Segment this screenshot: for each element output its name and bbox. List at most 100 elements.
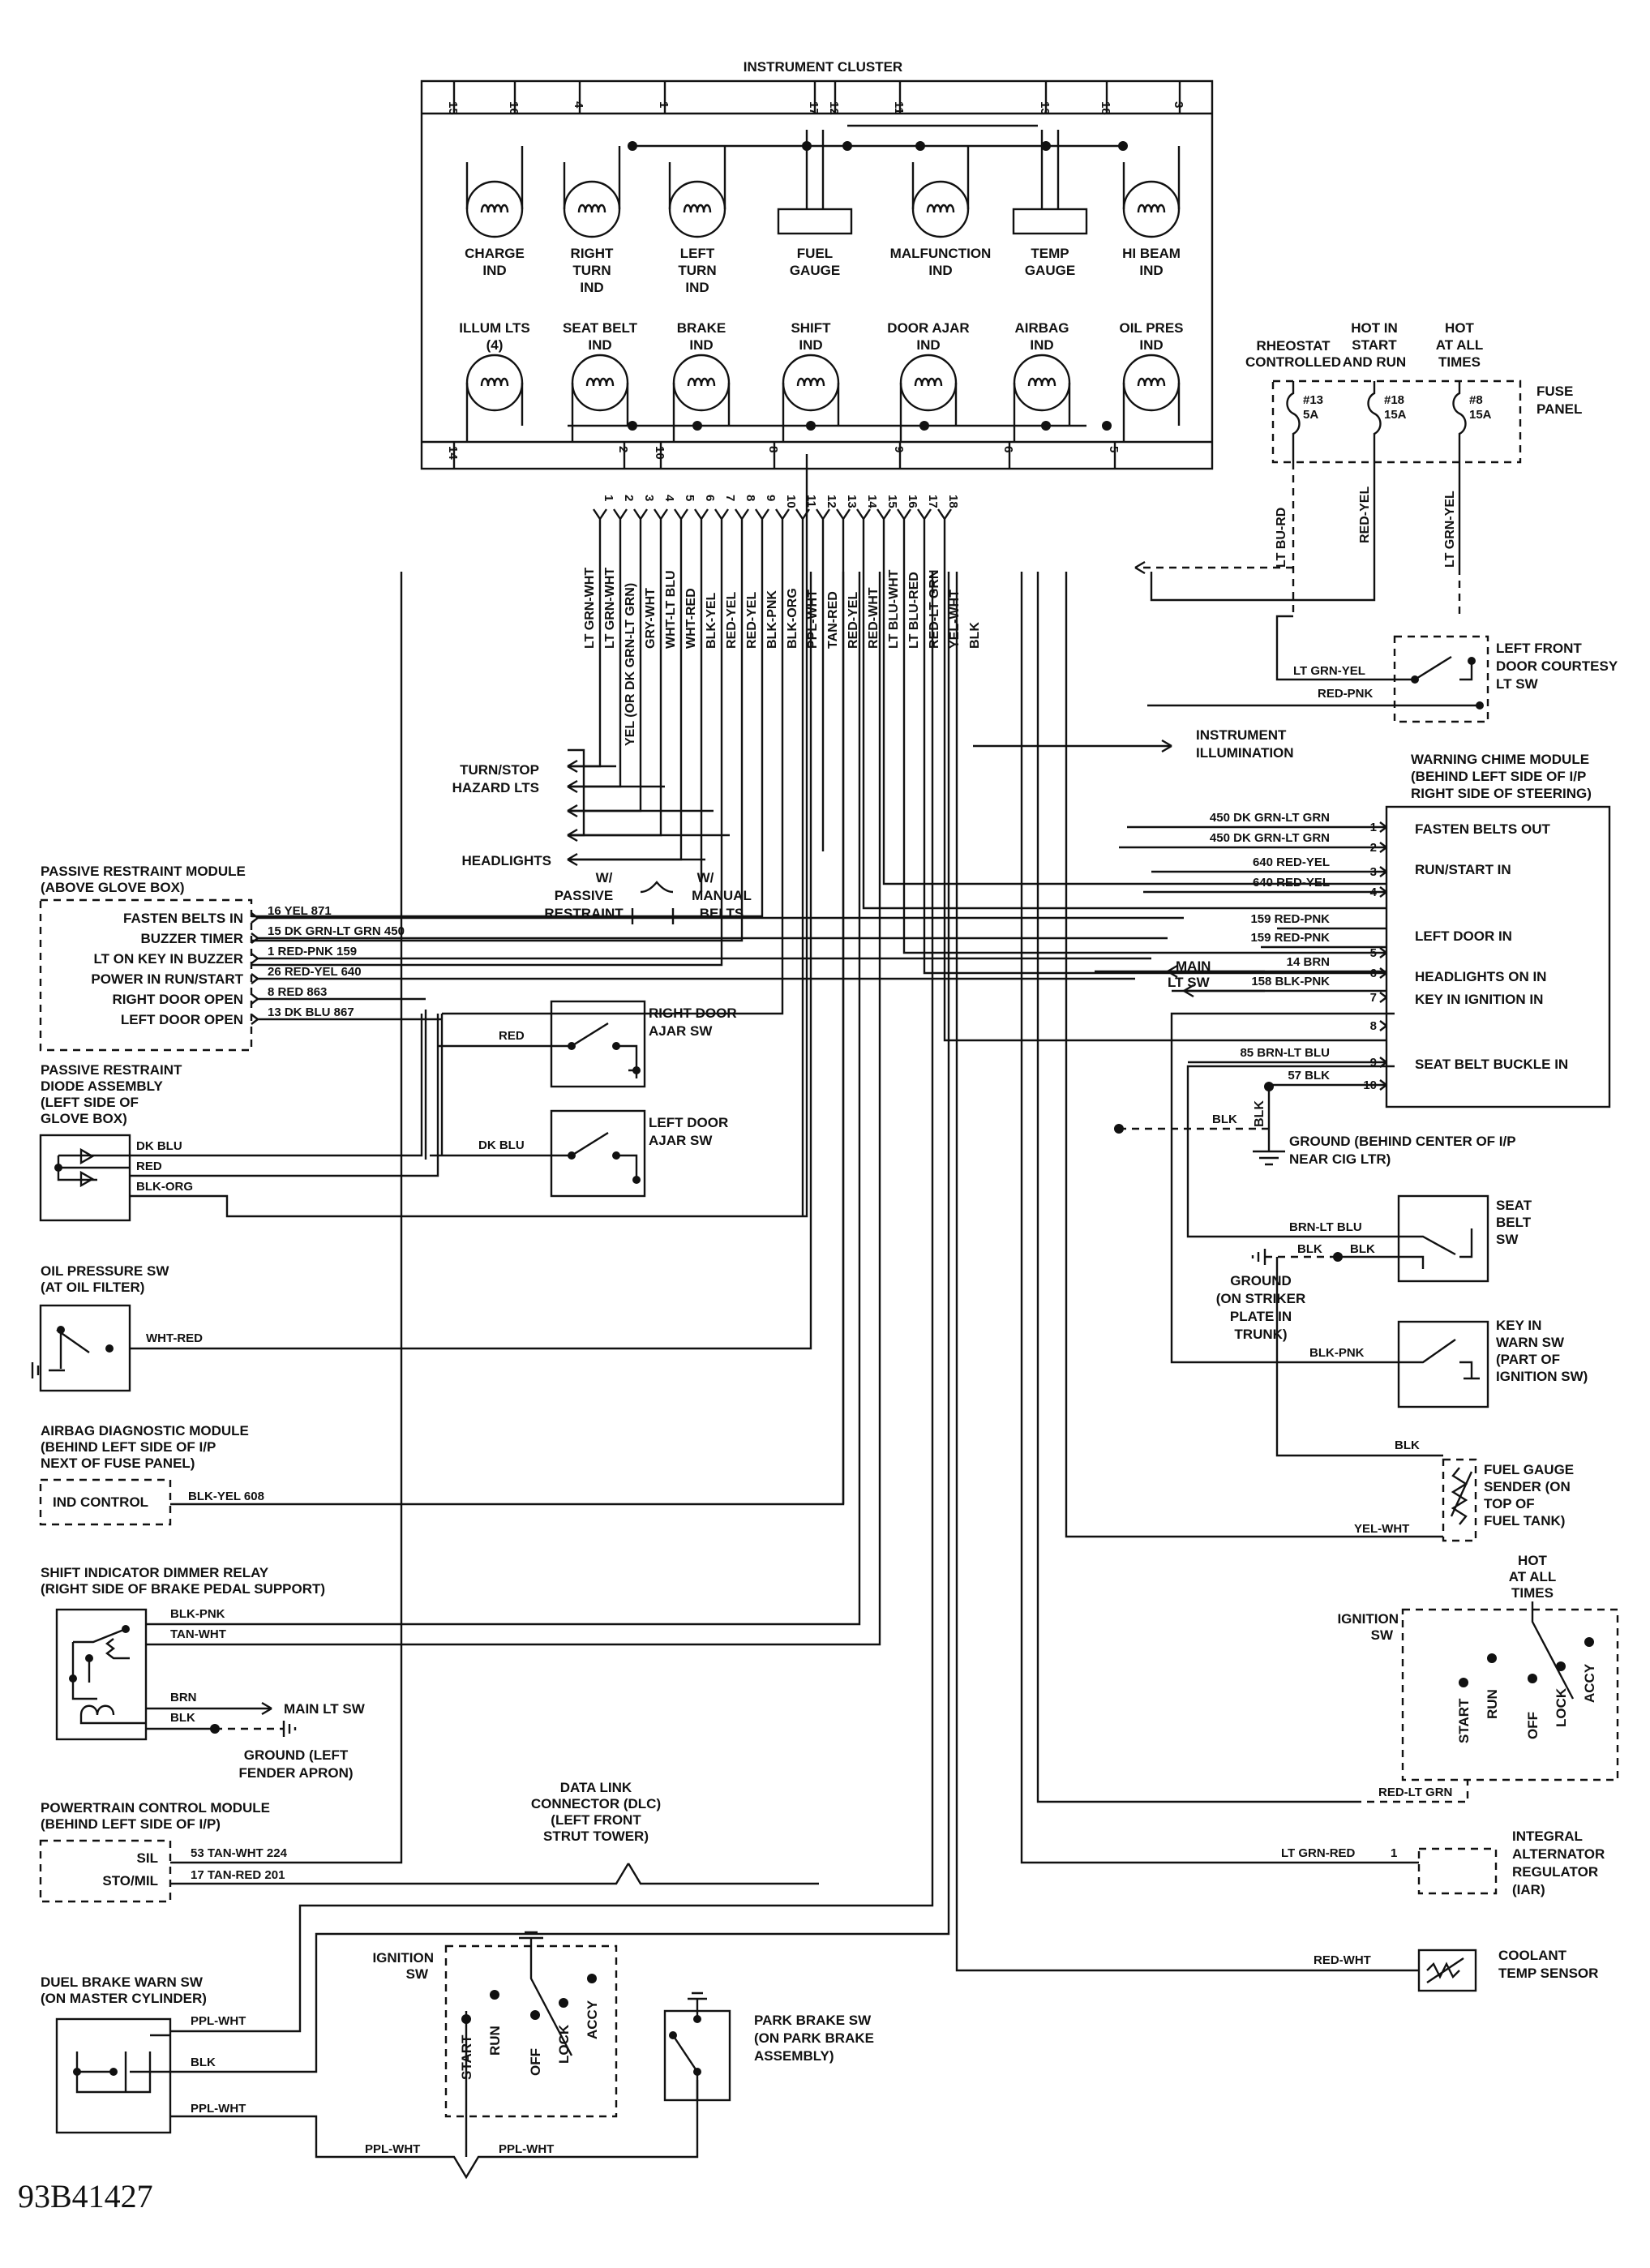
right-door-sw-label-1: RIGHT DOOR	[649, 1005, 737, 1021]
wire-red-yel-fuse-label: RED-YEL	[1358, 487, 1372, 543]
bottom-indicator-lamp-filament	[1027, 377, 1056, 387]
shift-title-2: (RIGHT SIDE OF BRAKE PEDAL SUPPORT)	[41, 1581, 325, 1597]
connector-wire-label: RED-YEL	[725, 592, 739, 649]
park-brake-switch: PARK BRAKE SW (ON PARK BRAKE ASSEMBLY) P…	[365, 1991, 874, 2156]
passive-restraint-module: PASSIVE RESTRAINT MODULE (ABOVE GLOVE BO…	[39, 864, 1184, 1052]
chime-wire-label: 14 BRN	[1287, 955, 1330, 969]
turn-stop-brace	[568, 748, 585, 837]
bs-c1	[109, 2068, 118, 2076]
ign-r-wire-path	[1036, 572, 1354, 1803]
chime-pin-chevron	[1379, 992, 1387, 1003]
connector-pin-number: 8	[744, 495, 757, 501]
cluster-top-pin-number: 12	[827, 101, 841, 115]
ignition-contact	[1459, 1678, 1468, 1687]
wire-lt-bu-rd-label: LT BU-RD	[1275, 508, 1288, 568]
connector-pin-chevron	[654, 508, 668, 572]
cluster-top-node	[842, 141, 852, 151]
gauge-box	[777, 208, 853, 235]
sr-wire-2: TAN-WHT	[170, 1627, 226, 1641]
connector-pin-chevron	[836, 508, 851, 572]
connector-pin-number: 10	[784, 495, 798, 508]
prm-wire	[251, 973, 1135, 984]
bottom-indicator-lamp-filament	[914, 377, 943, 387]
cluster-top-pin-number: 17	[807, 101, 821, 115]
fuse-rating: #13	[1303, 393, 1323, 407]
prm-wire	[251, 953, 1151, 964]
sr-c3	[69, 1674, 77, 1683]
connector-route	[251, 572, 744, 942]
connector-pin-chevron	[714, 508, 729, 572]
bottom-lamp-label: IND	[689, 337, 713, 353]
airbag-title-2: (BEHIND LEFT SIDE OF I/P	[41, 1439, 216, 1455]
connector-wire-label: RED-YEL	[745, 592, 759, 649]
coolant-temp-sensor: COOLANT TEMP SENSOR RED-WHT	[955, 572, 1598, 1992]
prm-wire	[251, 932, 1168, 944]
fuse-rating: #8	[1469, 393, 1483, 407]
bs-wire-1: PPL-WHT	[191, 2014, 246, 2028]
top-lamp-label: RIGHT	[571, 246, 615, 261]
chime-input-label: HEADLIGHTS ON IN	[1415, 969, 1546, 984]
bottom-indicator-lamp	[571, 354, 629, 412]
fs-wire-1: BLK	[1395, 1438, 1420, 1452]
chime-wire-label: 159 RED-PNK	[1250, 931, 1330, 945]
courtesy-label-3: LT SW	[1496, 676, 1539, 692]
chime-wire-label: 450 DK GRN-LT GRN	[1210, 811, 1330, 825]
sr-wire-3: BRN	[170, 1691, 197, 1704]
lamp-leads	[668, 146, 726, 209]
rd-c1	[568, 1042, 576, 1050]
option-ticks	[631, 908, 675, 924]
sb-gnd-4: TRUNK)	[1234, 1327, 1287, 1342]
ignition-position-label: OFF	[528, 2048, 543, 2076]
shift-relay-box	[55, 1608, 148, 1741]
prm-wire-label: 16 YEL 871	[268, 904, 332, 918]
top-lamp-label: LEFT	[680, 246, 715, 261]
pb-c3	[693, 2068, 701, 2076]
seat-belt-box	[1397, 1194, 1489, 1283]
chime-wire-label: 85 BRN-LT BLU	[1240, 1046, 1330, 1060]
ignition-position-label: ACCY	[585, 2000, 600, 2039]
ignition-position-label: RUN	[487, 2026, 503, 2056]
bottom-lamp-label: DOOR AJAR	[887, 320, 969, 336]
connector-wire-label: GRY-WHT	[644, 588, 658, 649]
lamp-leads	[563, 146, 621, 209]
connector-route	[442, 572, 784, 1015]
cluster-bottom-pin-number: 10	[653, 446, 666, 460]
connector-pin-number: 6	[703, 495, 717, 501]
bottom-indicator-lamp-filament	[687, 377, 716, 387]
ign-r-wire: RED-LT GRN	[1378, 1786, 1452, 1799]
sb-label-2: BELT	[1496, 1215, 1532, 1230]
left-door-sw-label-1: LEFT DOOR	[649, 1115, 728, 1130]
dlc-2: CONNECTOR (DLC)	[531, 1796, 661, 1811]
pb-label-2: (ON PARK BRAKE	[754, 2030, 874, 2046]
fuse-panel-label-1: FUSE	[1536, 384, 1573, 399]
diode-box	[39, 1134, 131, 1222]
passive-label-1: W/	[596, 870, 613, 885]
bottom-indicator-lamp	[672, 354, 731, 412]
bottom-indicator-lamp	[899, 354, 958, 412]
connector-wire-label: PPL-WHT	[806, 590, 820, 649]
diode-wire-3: BLK-ORG	[136, 1180, 193, 1194]
chime-pin-chevron	[1379, 1020, 1387, 1031]
kw-wire: BLK-PNK	[1309, 1346, 1365, 1360]
pb-label-1: PARK BRAKE SW	[754, 2013, 872, 2028]
ign-r-label-2: SW	[1371, 1627, 1394, 1643]
fuel-sender-box	[1442, 1458, 1477, 1542]
top-indicator-lamp	[911, 180, 970, 238]
top-lamp-label: CHARGE	[465, 246, 525, 261]
top-lamp-label: IND	[685, 280, 709, 295]
top-indicator-lamp	[465, 180, 524, 238]
lamp-leads	[465, 146, 524, 209]
sb-label-1: SEAT	[1496, 1198, 1532, 1213]
cluster-title: INSTRUMENT CLUSTER	[744, 59, 902, 75]
ign-r-label-1: IGNITION	[1337, 1611, 1399, 1627]
shift-relay-wires	[146, 572, 881, 1730]
chime-title-3: RIGHT SIDE OF STEERING)	[1411, 786, 1592, 801]
door-wire-verticals	[424, 1010, 444, 1160]
connector-pin-chevron	[633, 508, 648, 572]
top-lamp-label: IND	[1139, 263, 1163, 278]
cluster-top-pin-number: 18	[1099, 101, 1112, 115]
fuse-header: TIMES	[1438, 354, 1481, 370]
sb-wire-2: BLK	[1297, 1242, 1322, 1256]
lamp-leads	[571, 383, 629, 442]
